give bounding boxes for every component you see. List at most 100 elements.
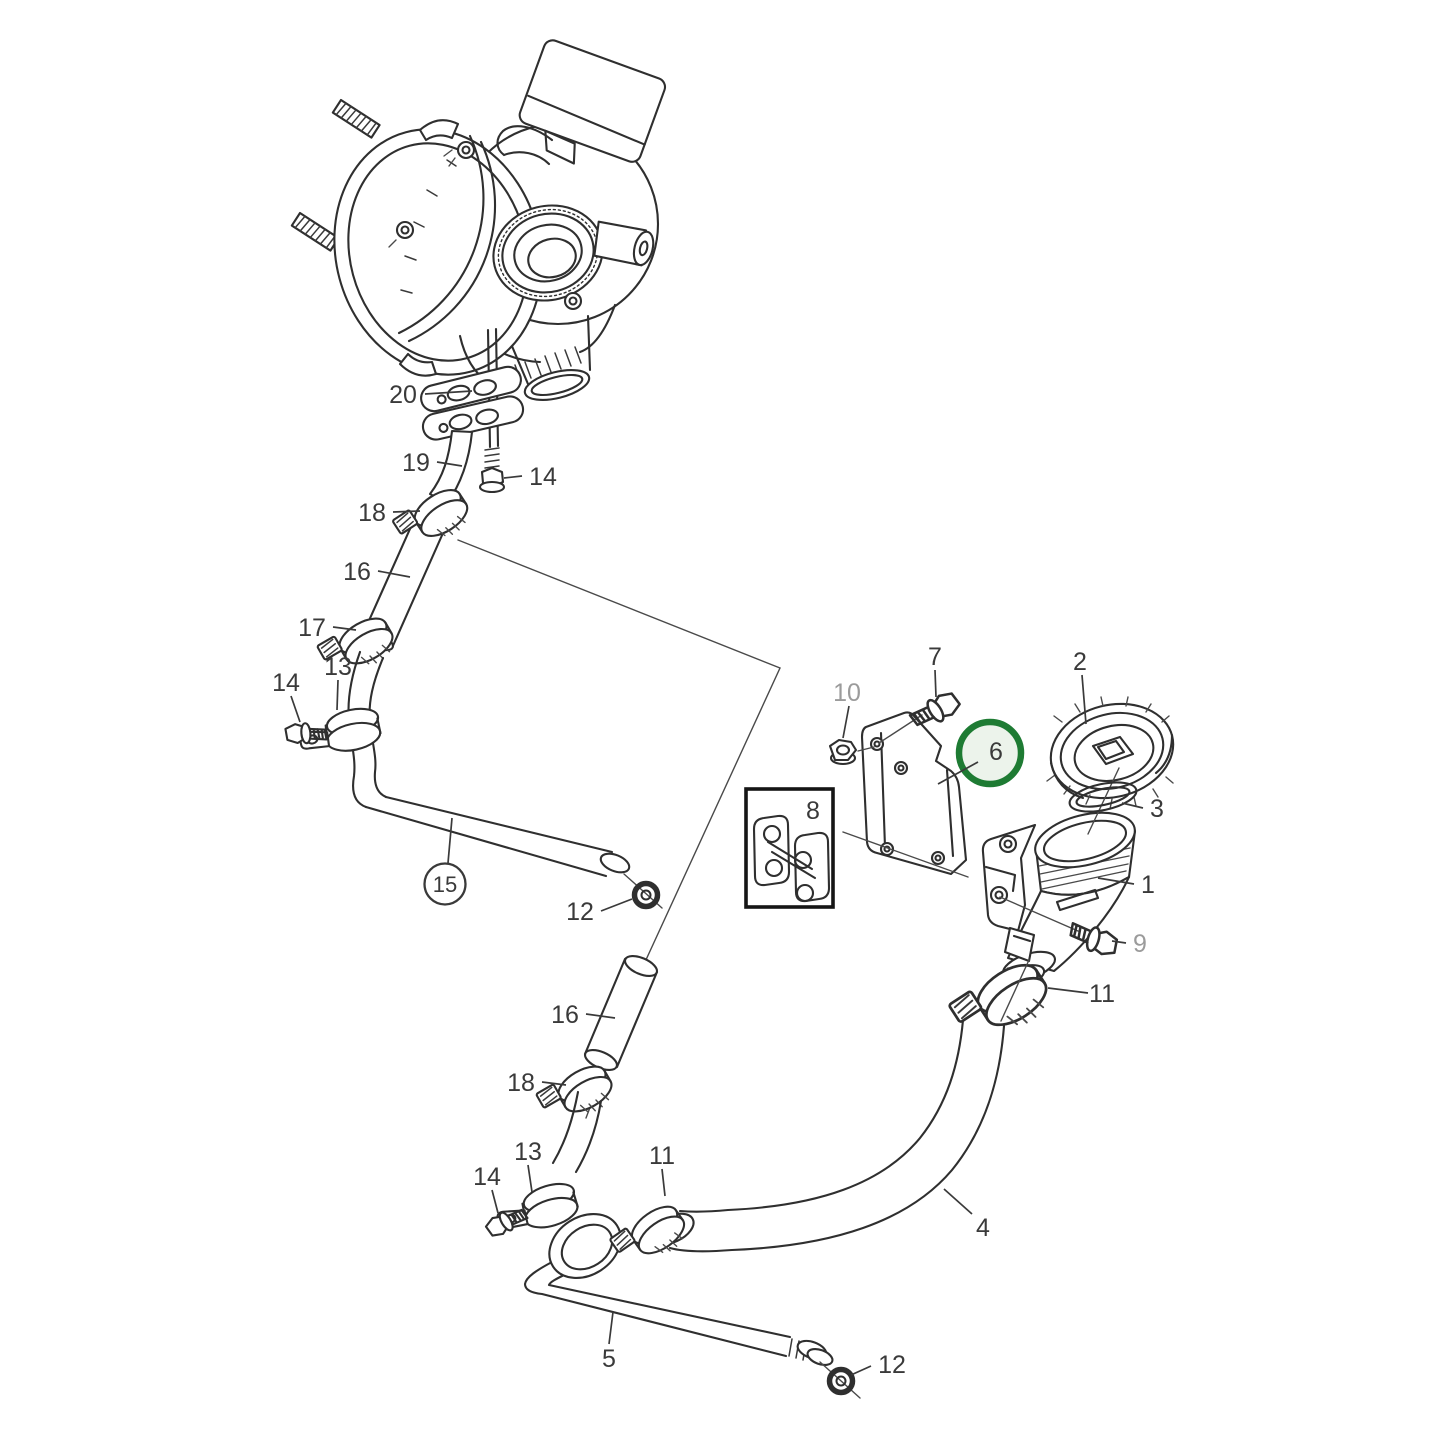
callout-leader-line bbox=[503, 475, 523, 479]
callout-1[interactable]: 1 bbox=[1097, 871, 1155, 899]
callout-4[interactable]: 4 bbox=[943, 1188, 990, 1242]
hose-part-4 bbox=[608, 1018, 1006, 1277]
actuator bbox=[518, 39, 667, 165]
upper-oil-pipe-assembly bbox=[284, 429, 663, 908]
callout-5[interactable]: 5 bbox=[602, 1311, 616, 1373]
pipe-part-15-run bbox=[364, 795, 614, 878]
callout-label: 18 bbox=[507, 1069, 535, 1097]
callout-label: 5 bbox=[602, 1345, 616, 1373]
callout-leader-line bbox=[332, 626, 357, 631]
callout-leader-line bbox=[608, 1311, 614, 1345]
callout-16[interactable]: 16 bbox=[551, 1001, 616, 1029]
callout-leader-line bbox=[377, 570, 411, 578]
turbocharger-assembly bbox=[290, 39, 667, 401]
callout-14[interactable]: 14 bbox=[503, 463, 557, 491]
callout-label: 17 bbox=[298, 614, 326, 642]
callout-label: 9 bbox=[1133, 930, 1147, 958]
callout-leader-line bbox=[585, 1013, 616, 1019]
callout-label: 16 bbox=[343, 558, 371, 586]
bracket-part-6 bbox=[860, 711, 968, 876]
cap-axis-line bbox=[1087, 767, 1120, 835]
callout-15[interactable]: 15 bbox=[423, 817, 467, 906]
neck-flange bbox=[981, 823, 1037, 933]
callout-16[interactable]: 16 bbox=[343, 558, 411, 586]
callout-leader-line bbox=[842, 705, 850, 739]
callout-label: 8 bbox=[806, 797, 820, 825]
turbine-inlet-flange bbox=[333, 119, 543, 377]
callout-14[interactable]: 14 bbox=[272, 669, 301, 723]
callout-label: 4 bbox=[976, 1214, 990, 1242]
callout-label: 10 bbox=[833, 679, 861, 707]
callout-20[interactable]: 20 bbox=[389, 381, 473, 409]
bolt-part-14 bbox=[482, 1201, 530, 1242]
callout-label: 13 bbox=[514, 1138, 542, 1166]
highlight-ring bbox=[955, 718, 1025, 788]
filler-neck-assembly bbox=[947, 811, 1137, 1055]
callout-leader-line bbox=[850, 1365, 872, 1376]
gasket-part-20 bbox=[421, 395, 525, 441]
bolt-part-14 bbox=[478, 447, 506, 494]
v-band-clamp bbox=[388, 134, 497, 343]
callout-12[interactable]: 12 bbox=[566, 898, 633, 926]
callout-leader-line bbox=[1081, 674, 1087, 725]
callout-label: 14 bbox=[272, 669, 300, 697]
pipe-part-5-upper bbox=[551, 1090, 603, 1174]
lower-pipe-assembly bbox=[482, 955, 861, 1399]
callout-label: 7 bbox=[928, 643, 942, 671]
bolt-9-axis-line bbox=[842, 831, 1079, 932]
callout-label: 20 bbox=[389, 381, 417, 409]
callout-6-highlighted[interactable]: 6 bbox=[937, 718, 1025, 788]
housing-hole-inner bbox=[568, 296, 578, 306]
o-ring-part-3 bbox=[1068, 781, 1138, 813]
callout-18[interactable]: 18 bbox=[358, 499, 421, 527]
callout-12[interactable]: 12 bbox=[850, 1351, 906, 1379]
callout-14[interactable]: 14 bbox=[473, 1163, 501, 1214]
callout-label: 16 bbox=[551, 1001, 579, 1029]
callout-leader-line bbox=[541, 1081, 567, 1086]
callout-10[interactable]: 10 bbox=[833, 679, 861, 739]
callout-leader-line bbox=[937, 761, 979, 785]
callout-11[interactable]: 11 bbox=[649, 1142, 675, 1197]
callout-leader-line bbox=[1121, 802, 1144, 809]
callout-label: 6 bbox=[989, 738, 1003, 766]
callout-label: 15 bbox=[433, 872, 457, 897]
callout-leader-line bbox=[447, 817, 453, 864]
callout-3[interactable]: 3 bbox=[1121, 795, 1164, 823]
callout-leader-line bbox=[392, 510, 421, 513]
callout-label: 11 bbox=[649, 1142, 675, 1170]
wastegate-port bbox=[593, 220, 655, 267]
callout-label: 12 bbox=[878, 1351, 906, 1379]
callout-label: 14 bbox=[529, 463, 557, 491]
callout-2[interactable]: 2 bbox=[1073, 648, 1087, 725]
callout-label: 1 bbox=[1141, 871, 1155, 899]
actuator-arm bbox=[496, 125, 554, 166]
callout-label: 19 bbox=[402, 449, 430, 477]
callout-19[interactable]: 19 bbox=[402, 449, 463, 477]
callout-17[interactable]: 17 bbox=[298, 614, 357, 642]
callout-label: 14 bbox=[473, 1163, 501, 1191]
callout-11[interactable]: 11 bbox=[1047, 980, 1115, 1008]
callout-label: 13 bbox=[324, 653, 352, 681]
callout-label: 12 bbox=[566, 898, 594, 926]
callout-18[interactable]: 18 bbox=[507, 1069, 567, 1097]
pipe-part-5-flare bbox=[548, 1213, 622, 1279]
callout-13[interactable]: 13 bbox=[324, 653, 352, 711]
callout-leader-line bbox=[1111, 940, 1127, 944]
callout-leader-line bbox=[436, 461, 463, 467]
callout-13[interactable]: 13 bbox=[514, 1138, 542, 1193]
nut-part-10 bbox=[828, 738, 858, 766]
callout-label: 2 bbox=[1073, 648, 1087, 676]
callout-leader-line bbox=[661, 1168, 666, 1197]
callout-leader-line bbox=[934, 669, 937, 698]
callout-9[interactable]: 9 bbox=[1111, 930, 1147, 958]
filler-cap-part-2 bbox=[1046, 696, 1175, 810]
callout-label: 11 bbox=[1089, 980, 1115, 1008]
callout-leader-line bbox=[527, 1164, 533, 1193]
callout-7[interactable]: 7 bbox=[928, 643, 942, 698]
callout-leader-line bbox=[1047, 987, 1089, 994]
callout-8[interactable]: 8 bbox=[806, 797, 820, 825]
callout-leader-line bbox=[336, 679, 339, 711]
stud-icon bbox=[331, 98, 381, 139]
